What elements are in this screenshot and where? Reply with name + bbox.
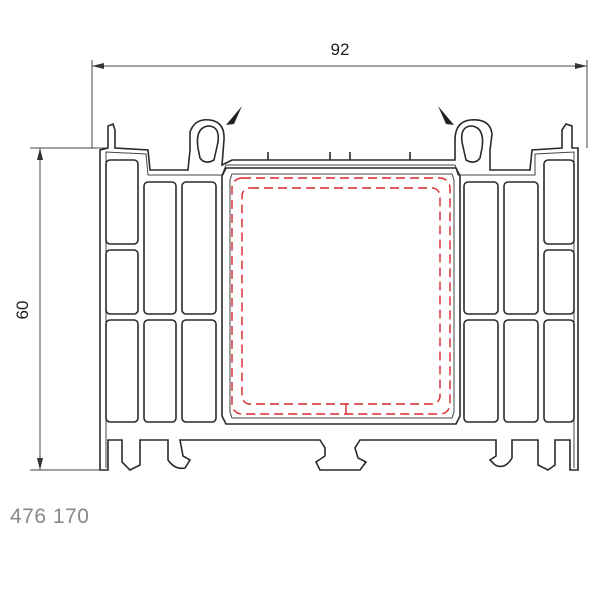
gasket-right [438,106,484,163]
product-code: 476 170 [10,505,90,528]
width-dimension-label: 92 [331,40,350,59]
steel-reinforcement [231,177,451,415]
right-chambers [463,159,575,423]
gasket-left [196,106,242,163]
width-dimension: 92 [91,40,588,148]
height-dimension: 60 [13,147,108,471]
profile-outline [99,118,579,471]
left-chambers [105,159,217,423]
central-chamber [221,152,461,425]
height-dimension-label: 60 [13,301,32,320]
